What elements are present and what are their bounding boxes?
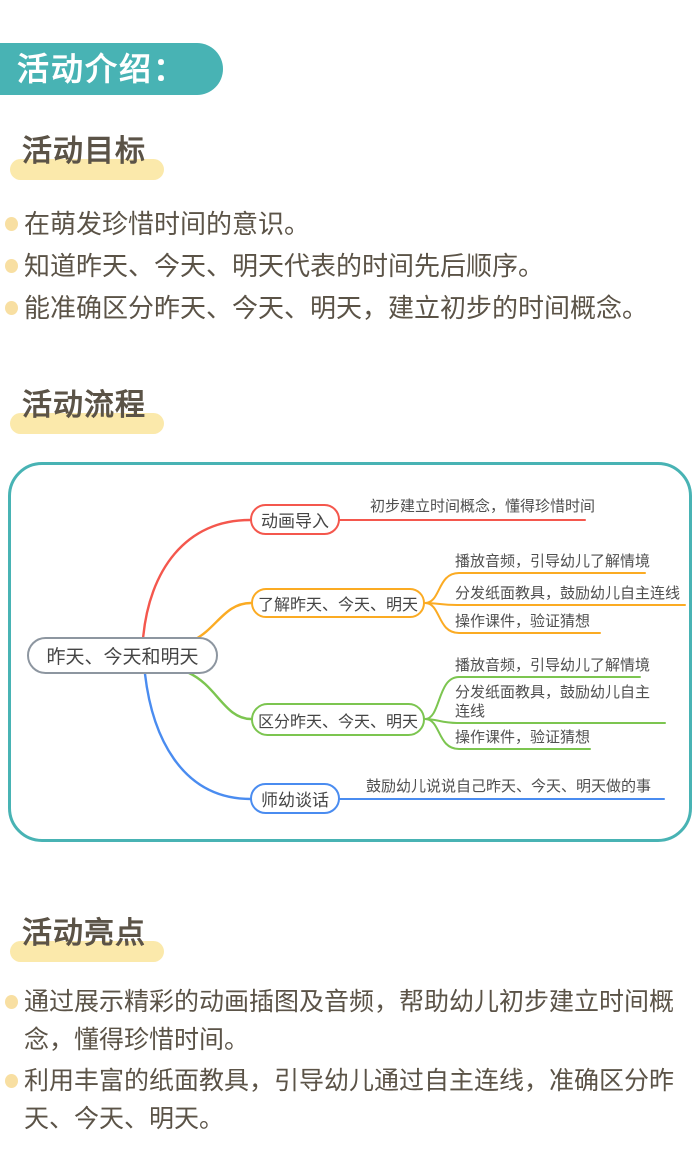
mindmap-branch-3-node: 师幼谈话 [250, 783, 340, 814]
mindmap-branch-2-leaf-1: 分发纸面教具，鼓励幼儿自主连线 [455, 684, 651, 720]
mindmap-branch-1-leaf-1: 分发纸面教具，鼓励幼儿自主连线 [455, 585, 681, 602]
goals-list: 在萌发珍惜时间的意识。 知道昨天、今天、明天代表的时间先后顺序。 能准确区分昨天… [5, 203, 681, 329]
highlights-list: 通过展示精彩的动画插图及音频，帮助幼儿初步建立时间概念，懂得珍惜时间。 利用丰富… [5, 983, 681, 1141]
goal-item: 在萌发珍惜时间的意识。 [5, 203, 681, 245]
mindmap-container: 昨天、今天和明天 动画导入 了解昨天、今天、明天 区分昨天、今天、明天 师幼谈话… [8, 462, 692, 842]
mindmap-connectors [141, 518, 686, 801]
mindmap-branch-0-leaf-0: 初步建立时间概念，懂得珍惜时间 [370, 498, 596, 515]
mindmap-branch-2-leaf-0: 播放音频，引导幼儿了解情境 [455, 657, 651, 674]
goal-item: 知道昨天、今天、明天代表的时间先后顺序。 [5, 245, 681, 287]
mindmap-branch-1-node: 了解昨天、今天、明天 [251, 588, 425, 618]
page-title: 活动介绍： [17, 51, 188, 87]
mindmap-branch-1-leaf-2: 操作课件，验证猜想 [455, 613, 591, 630]
mindmap-branch-3-leaf-0: 鼓励幼儿说说自己昨天、今天、明天做的事 [366, 778, 652, 795]
mindmap-branch-2-leaf-2: 操作课件，验证猜想 [455, 729, 591, 746]
section-title-flow: 活动流程 [10, 389, 164, 434]
highlight-item: 通过展示精彩的动画插图及音频，帮助幼儿初步建立时间概念，懂得珍惜时间。 [5, 983, 681, 1059]
section-title-goals-text: 活动目标 [22, 135, 146, 168]
mindmap-root-node: 昨天、今天和明天 [27, 637, 218, 674]
section-title-flow-text: 活动流程 [22, 389, 146, 422]
section-title-goals: 活动目标 [10, 135, 164, 180]
mindmap-branch-1-leaf-0: 播放音频，引导幼儿了解情境 [455, 553, 651, 570]
mindmap-branch-2-node: 区分昨天、今天、明天 [251, 703, 425, 736]
goal-item: 能准确区分昨天、今天、明天，建立初步的时间概念。 [5, 287, 681, 329]
mindmap-branch-0-node: 动画导入 [250, 504, 340, 535]
page-title-badge: 活动介绍： [0, 43, 224, 95]
section-title-highlights: 活动亮点 [10, 917, 164, 962]
section-title-highlights-text: 活动亮点 [22, 917, 146, 950]
highlight-item: 利用丰富的纸面教具，引导幼儿通过自主连线，准确区分昨天、今天、明天。 [5, 1062, 681, 1138]
